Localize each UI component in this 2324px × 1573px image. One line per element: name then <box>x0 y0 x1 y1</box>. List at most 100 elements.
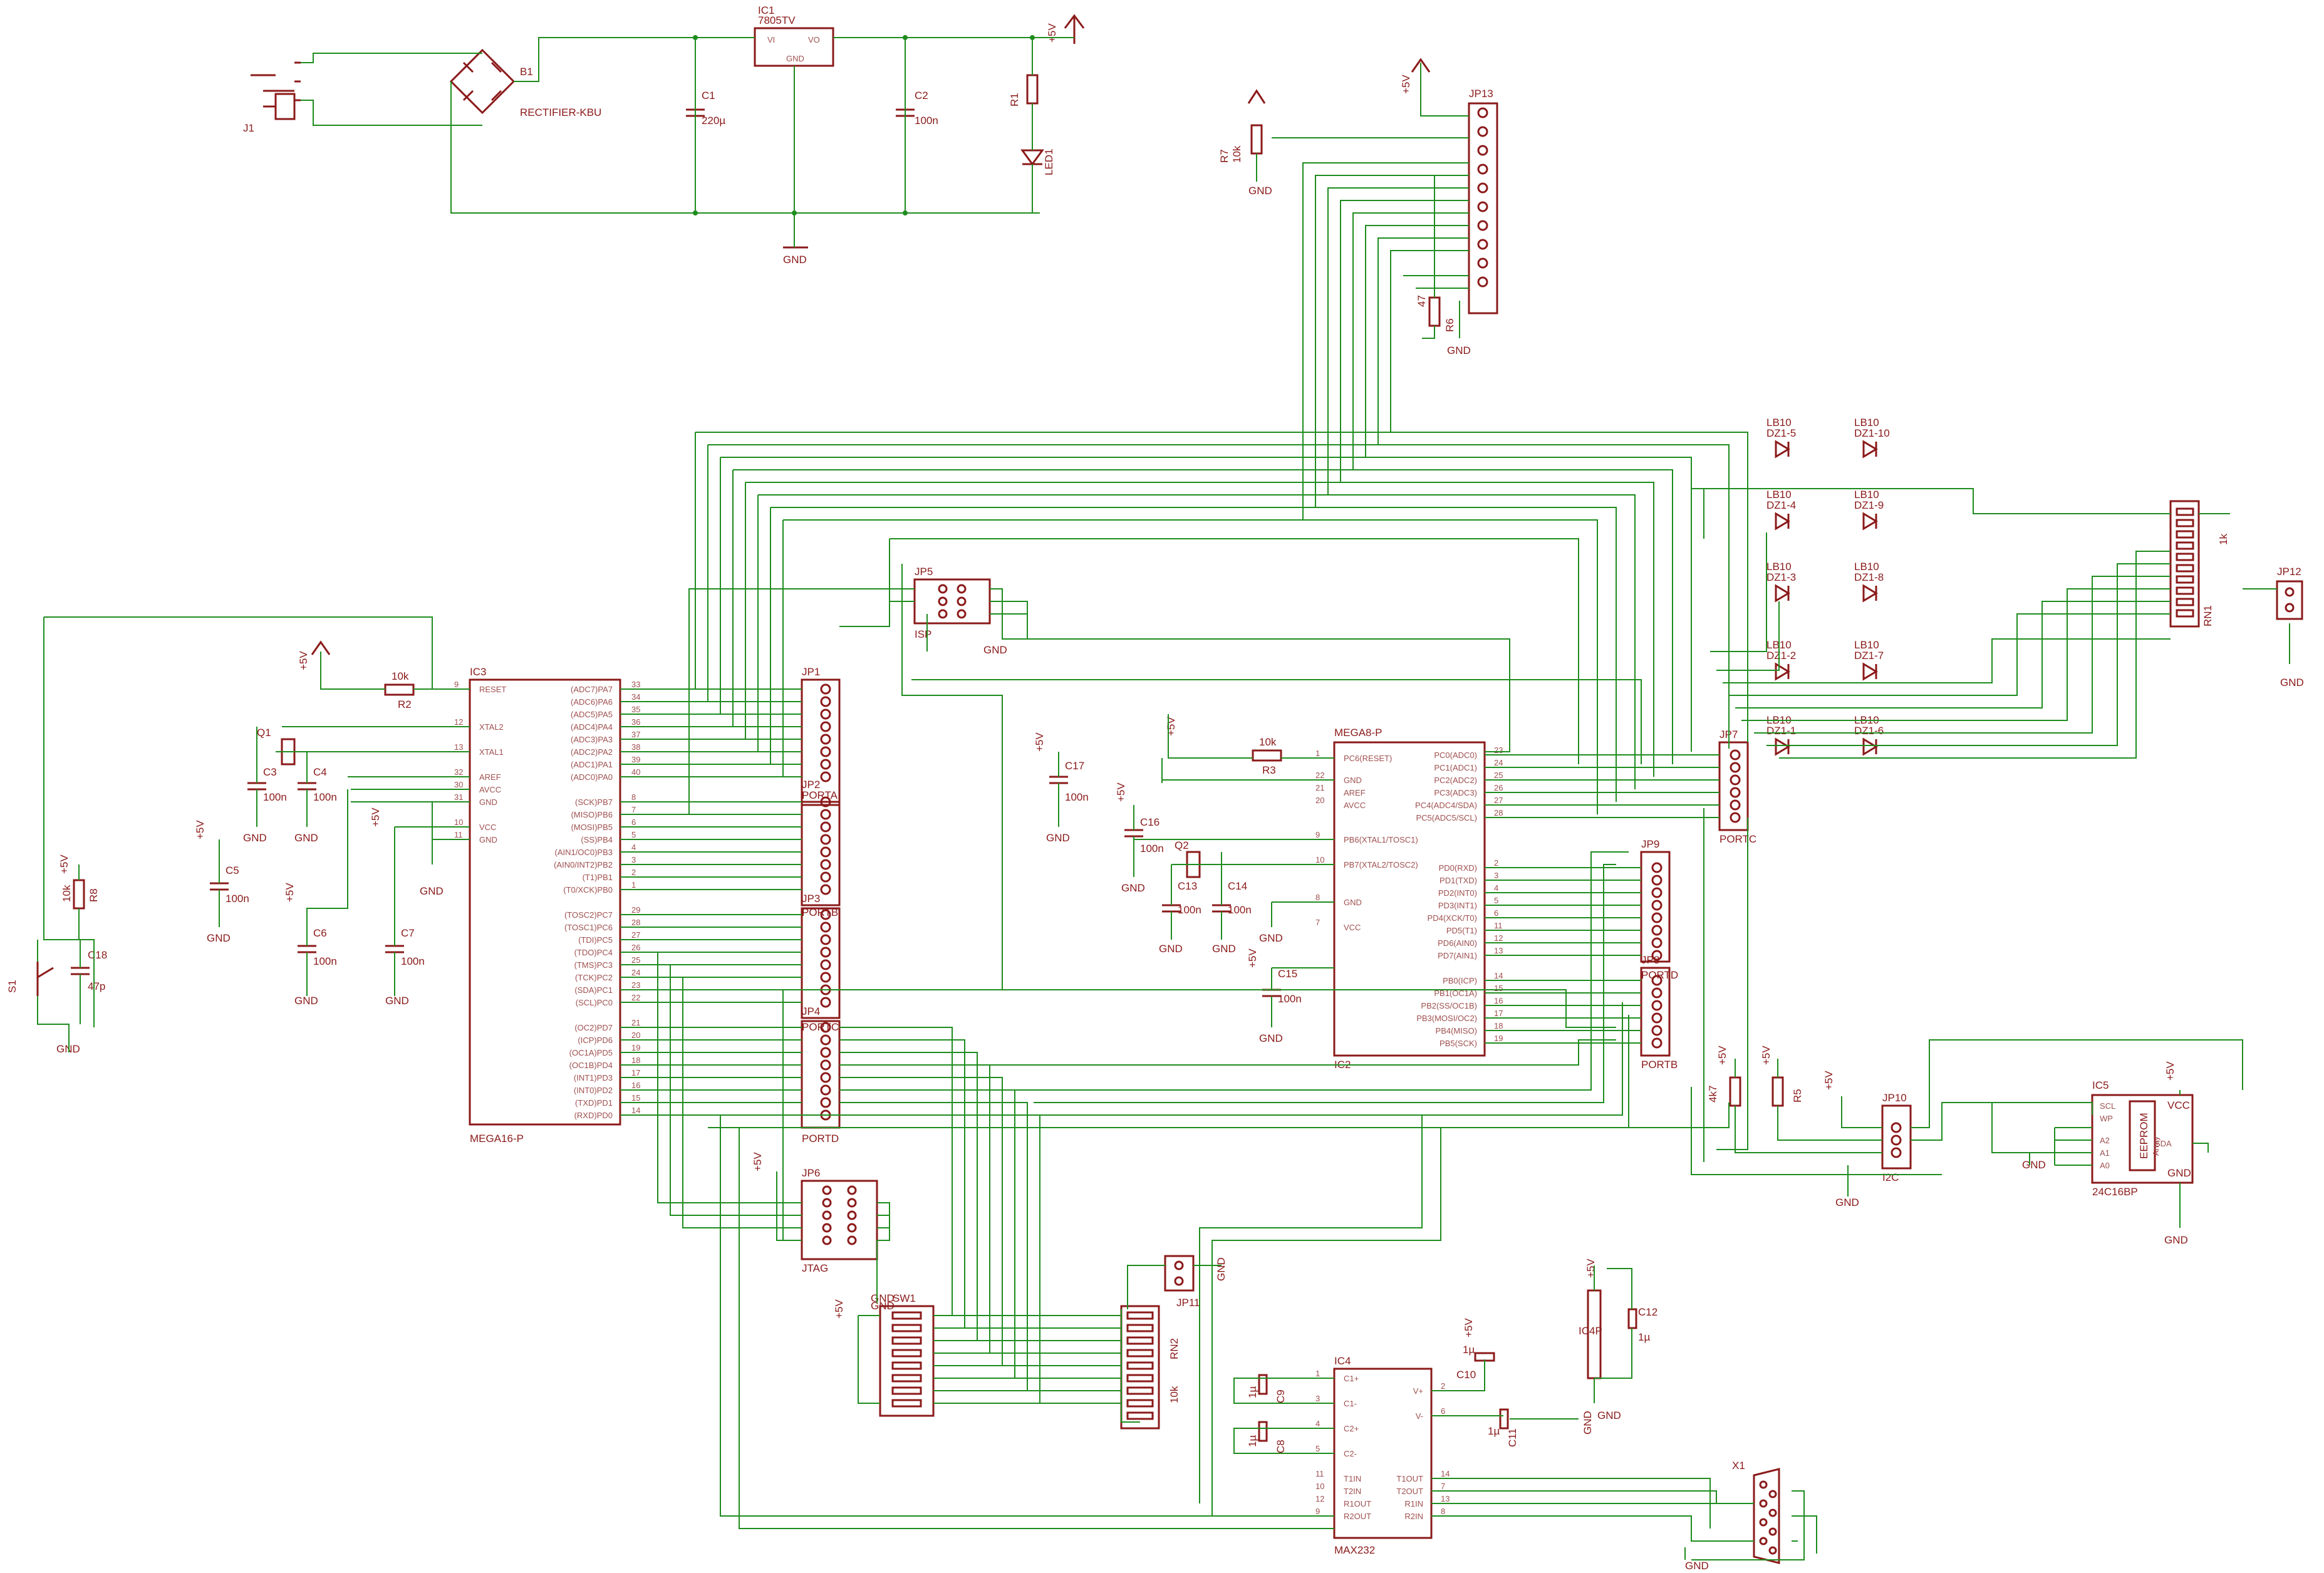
c16-gnd-label: GND <box>1121 882 1145 894</box>
led-segment-label: DZ1-7 <box>1854 650 1884 662</box>
jtag-pin <box>847 1235 857 1245</box>
max232-pin-number: 2 <box>1441 1381 1445 1391</box>
ic3-pin-label: (INT0)PD2 <box>574 1086 613 1095</box>
ic3-pin-label: (TXD)PD1 <box>575 1098 613 1108</box>
c18-label: C18 <box>88 949 107 961</box>
ic2-pin-number: 4 <box>1494 883 1498 893</box>
c16-value: 100n <box>1140 843 1164 854</box>
ic3-pin-label: (TDO)PC4 <box>574 948 613 957</box>
led-segment-label: DZ1-8 <box>1854 571 1884 583</box>
eeprom-gnd-label: GND <box>2164 1234 2188 1246</box>
jp7-portc-header: JP7 PORTC <box>1718 729 1756 845</box>
header-pin <box>820 746 831 757</box>
c16-p5v-label: +5V <box>1115 782 1127 802</box>
jp10-pin <box>1891 1134 1902 1146</box>
ic2-gnd-label: GND <box>1259 932 1283 944</box>
c15-p5v-label: +5V <box>1247 948 1258 968</box>
ic3-pin-number: 27 <box>631 930 640 940</box>
ic5-eeprom: IC5 24C16BP EEPROM Array VCC GND SCLWPA2… <box>2022 1061 2194 1246</box>
led-segment-label: DZ1-2 <box>1766 650 1796 662</box>
r7-label: R7 <box>1218 149 1230 163</box>
ic2-pin-label: AREF <box>1344 788 1366 797</box>
jp2-label: JP2 <box>802 779 820 791</box>
led-segment <box>1862 584 1878 603</box>
ic2-pin-number: 20 <box>1315 796 1324 805</box>
jtag-label: JTAG <box>802 1262 828 1274</box>
rn2-label: RN2 <box>1168 1338 1180 1359</box>
led-segment <box>1775 737 1790 756</box>
dc-jack-j1: J1 <box>243 61 301 134</box>
ic2-pin-label: PD6(AIN0) <box>1438 938 1477 948</box>
c14-gnd-label: GND <box>1212 943 1236 955</box>
max232-pin-label: R2OUT <box>1344 1512 1371 1521</box>
ic3-pin-label: (ADC7)PA7 <box>571 685 613 694</box>
header-pin <box>820 934 831 945</box>
ic2-pin-number: 14 <box>1494 971 1503 980</box>
ic3-pin-label: (MOSI)PB5 <box>571 823 613 832</box>
max232-pin-label: T1IN <box>1344 1474 1361 1483</box>
j1-label: J1 <box>243 122 254 134</box>
ic3-pin-number: 37 <box>631 730 640 739</box>
eeprom-pin-label: SCL <box>2100 1101 2115 1111</box>
c17-gnd-label: GND <box>1046 832 1070 844</box>
ic2-pin-label: PC0(ADC0) <box>1434 750 1477 760</box>
led1-label: LED1 <box>1043 148 1055 175</box>
jtag-pin <box>847 1185 857 1195</box>
ic2-pin-number: 7 <box>1315 918 1320 927</box>
isp-label: ISP <box>915 628 931 640</box>
ic2-part-label: MEGA8-P <box>1334 727 1382 739</box>
sw1-label: SW1 <box>893 1292 916 1304</box>
regulator-ic1: IC1 7805TV VI VO GND <box>754 4 834 67</box>
r2-label: R2 <box>398 698 412 710</box>
lb10-label: LB10 <box>1766 561 1792 573</box>
ic3-pin-number: 38 <box>631 742 640 752</box>
rn1-value: 1k <box>2218 534 2229 545</box>
ic3-pin-number: 8 <box>631 792 636 802</box>
ic2-pin-label: PD0(RXD) <box>1439 863 1477 873</box>
sw1-p5v-label: +5V <box>833 1299 845 1319</box>
jp7-pin <box>1730 774 1741 786</box>
ic3-pin-label: (ADC1)PA1 <box>571 760 613 769</box>
header-pin <box>820 1047 831 1058</box>
ic2-mega8: MEGA8-P IC2 PC6(RESET)1GND22AREF21AVCC20… <box>1315 727 1503 1071</box>
portd-label-jp9: PORTD <box>1641 969 1678 981</box>
ic3-pin-label: (ADC4)PA4 <box>571 722 613 732</box>
c3-label: C3 <box>263 766 277 778</box>
ic3-pin-number: 15 <box>631 1093 640 1103</box>
r7-value: 10k <box>1231 145 1243 163</box>
jp10-pin <box>1891 1147 1902 1158</box>
jp4-label: JP4 <box>802 1005 820 1017</box>
ic3-pin-label: (AIN0/INT2)PB2 <box>554 860 613 870</box>
led-segment-label: DZ1-3 <box>1766 571 1796 583</box>
ic3-pin-number: 14 <box>631 1106 640 1115</box>
ic3-pin-number: 16 <box>631 1081 640 1090</box>
jp13-pin <box>1477 145 1488 156</box>
eeprom-a-gnd-label: GND <box>2022 1159 2046 1171</box>
jp8-label: JP8 <box>1641 954 1659 966</box>
ic4p-label: IC4P <box>1579 1325 1602 1337</box>
capacitor-c13: C13 100n GND <box>1159 880 1201 955</box>
ic3-gnd-label: GND <box>420 885 444 897</box>
ic5-vcc-label: VCC <box>2167 1099 2190 1111</box>
led-segment-label: DZ1-5 <box>1766 427 1796 439</box>
ic3-pin-number: 21 <box>631 1018 640 1027</box>
ic3-pin-label: RESET <box>479 685 506 694</box>
ic3-pin-number: 19 <box>631 1043 640 1052</box>
ic2-pin-label: AVCC <box>1344 801 1366 810</box>
c18-value: 47p <box>88 980 105 992</box>
header-pin <box>820 696 831 707</box>
led-segment <box>1775 662 1790 681</box>
jp9-pin <box>1651 887 1663 898</box>
jp13-p5v-label: +5V <box>1400 75 1412 94</box>
capacitor-c5: C5 100n GND +5V <box>194 820 249 944</box>
ic3-pin-number: 10 <box>454 818 463 827</box>
rn1-element <box>2176 609 2194 618</box>
r6-label: R6 <box>1444 318 1456 332</box>
eeprom-sda-pin: SDA <box>2155 1139 2172 1148</box>
capacitor-c16: C16 100n GND +5V <box>1115 782 1164 894</box>
ic3-pin-label: (T1)PB1 <box>583 873 613 882</box>
eeprom-pin-label: WP <box>2100 1114 2113 1123</box>
ic3-pin-label: AVCC <box>479 785 501 794</box>
ic3-pin-number: 30 <box>454 780 463 789</box>
header-pin <box>820 1022 831 1033</box>
